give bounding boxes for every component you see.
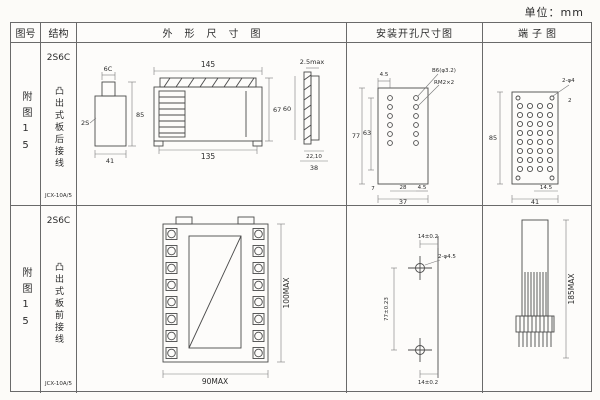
dim-b6-hole: B6(φ3.2) [432,68,456,74]
dim-2-phi4: 2-φ4 [562,78,575,84]
terminal-dims-front [563,219,569,358]
install-cell-rear: 4.5 B6(φ3.2) RM2×2 77 63 7 28 4.5 37 [347,43,483,206]
structure-part-no-rear: JCX-10A/5 [44,193,73,199]
dim-85: 85 [136,111,144,119]
dim-38: 38 [309,164,317,172]
header-cell-install: 安装开孔尺寸图 [347,23,483,43]
outline-dims-rear [89,66,328,161]
header-fig-no-label: 图号 [15,29,36,40]
dim-2-5max: 2.5max [299,58,324,66]
dim-77-tol: 77±0.23 [384,296,390,320]
dim-67: 67 [273,106,281,114]
structure-model-front: 2S6C [46,216,71,226]
dim-6c: 6C [103,65,112,73]
structure-cell-front: 2S6C 凸出式板前接线 JCX-10A/5 [41,206,77,393]
fig-no-cell-rear: 附图15 [11,43,41,206]
header-cell-outline: 外形尺寸图 [77,23,347,43]
structure-info-rear: 2S6C 凸出式板后接线 JCX-10A/5 [45,43,72,205]
header-cell-fig-no: 图号 [11,23,41,43]
install-shapes-front [407,235,438,378]
outline-cell-front: 90MAX 100MAX [77,206,347,393]
structure-desc-rear: 凸出式板后接线 [53,86,63,170]
dim-28: 28 [399,185,406,191]
fig-no-front: 附图15 [20,266,31,333]
unit-label: 单位：mm [524,6,584,19]
structure-desc-front: 凸出式板前接线 [53,261,63,346]
structure-cell-rear: 2S6C 凸出式板后接线 JCX-10A/5 [41,43,77,206]
dim-100max: 100MAX [282,277,291,308]
dim-rm2: RM2×2 [434,80,454,86]
structure-part-no-front: JCX-10A/5 [44,381,73,387]
outline-drawing-front: 90MAX 100MAX [162,216,291,386]
terminal-drawing-rear: 2-φ4 2 85 14.5 41 [489,78,575,205]
install-dims-rear [358,73,439,203]
dim-63: 63 [362,129,370,137]
outline-shapes-rear [94,71,319,146]
dim-22-10: 22,10 [306,154,322,160]
header-cell-structure: 结构 [41,23,77,43]
dim-145: 145 [200,60,215,69]
outline-dims-front [162,223,285,378]
fig-no-cell-front: 附图15 [11,206,41,393]
dim-14-bottom: 14±0.2 [417,380,437,386]
structure-model-rear: 2S6C [46,53,71,63]
header-cell-terminal: 端子图 [483,23,591,43]
dim-41: 41 [105,157,113,165]
dim-37: 37 [398,198,406,205]
dim-7: 7 [371,186,375,192]
terminal-cell-rear: 2-φ4 2 85 14.5 41 [483,43,591,206]
dim-185max: 185MAX [567,273,576,304]
header-structure-label: 结构 [48,29,69,40]
structure-info-front: 2S6C 凸出式板前接线 JCX-10A/5 [45,206,72,393]
dim-2-phi4-5: 2-φ4.5 [438,254,456,260]
outline-cell-rear: 6C 2S 85 41 145 67 135 2.5max 60 22,10 3… [77,43,347,206]
terminal-cell-front: 185MAX [483,206,591,393]
dim-4-5-top: 4.5 [379,72,388,78]
dim-85-terminal: 85 [489,134,497,142]
install-drawing-front: 14±0.2 2-φ4.5 77±0.23 14±0.2 [384,234,456,386]
dim-14-5: 14.5 [540,185,553,191]
install-dims-front [390,239,440,378]
outline-drawing-rear: 6C 2S 85 41 145 67 135 2.5max 60 22,10 3… [81,58,328,172]
fig-no-rear: 附图15 [20,91,31,157]
outline-shapes-front [162,216,268,362]
terminal-shapes-front [515,219,555,347]
install-drawing-rear: 4.5 B6(φ3.2) RM2×2 77 63 7 28 4.5 37 [351,68,456,205]
terminal-shapes-rear [511,91,559,184]
dim-14-top: 14±0.2 [417,234,437,240]
header-terminal-label: 端子图 [518,29,560,40]
dim-135: 135 [200,152,215,161]
spec-table: 图号 结构 外形尺寸图 安装开孔尺寸图 端子图 附图15 2S6C 凸出式板后接… [10,22,592,393]
terminal-drawing-front: 185MAX [515,219,576,358]
dim-2s: 2S [81,119,89,127]
terminal-dims-rear [497,84,570,203]
dim-pitch-2: 2 [568,98,572,104]
header-outline-label: 外形尺寸图 [162,29,273,40]
dim-77: 77 [351,132,359,140]
dim-90max: 90MAX [201,377,227,386]
header-install-label: 安装开孔尺寸图 [376,29,453,40]
dim-41-terminal: 41 [531,198,539,205]
install-shapes-rear [377,87,428,184]
install-cell-front: 14±0.2 2-φ4.5 77±0.23 14±0.2 [347,206,483,393]
dim-4-5-bottom: 4.5 [417,185,426,191]
dim-60: 60 [282,105,290,113]
